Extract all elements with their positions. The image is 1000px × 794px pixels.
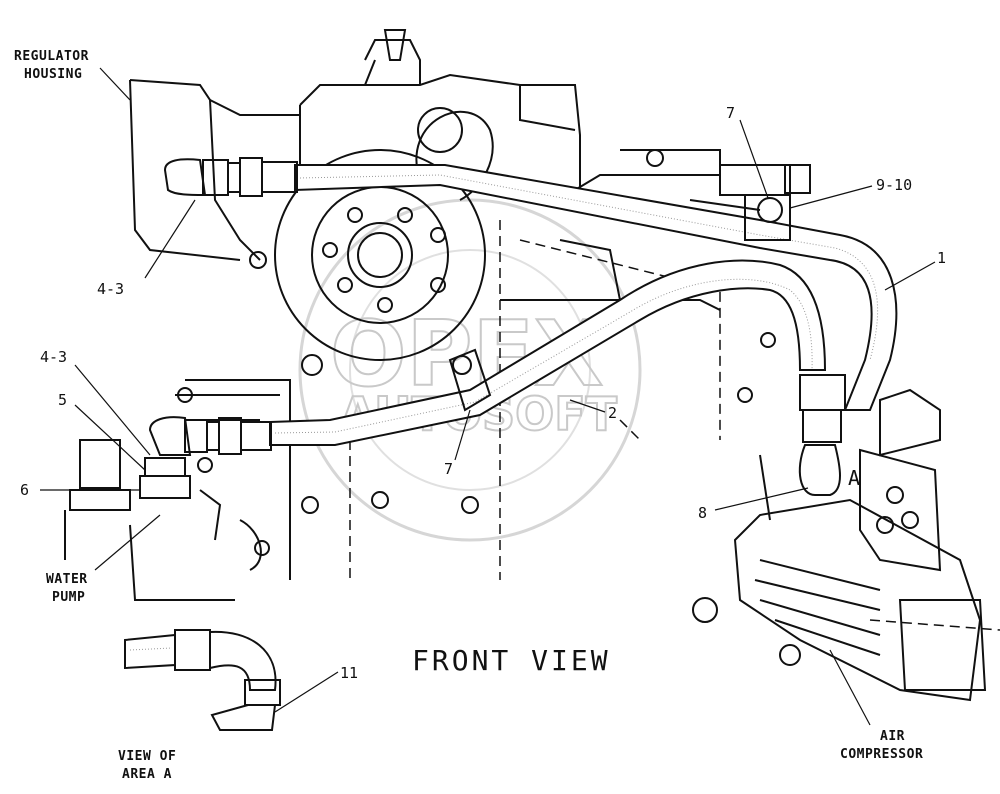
label-area-a: A xyxy=(848,466,860,490)
label-regulator-housing-1: REGULATOR xyxy=(14,49,89,64)
label-item-7-mid: 7 xyxy=(444,460,453,478)
label-item-11: 11 xyxy=(340,664,358,682)
label-item-4-3-left: 4-3 xyxy=(40,348,67,366)
diagram-title: FRONT VIEW xyxy=(412,644,611,677)
leader-lines xyxy=(40,67,936,726)
label-water-pump-1: WATER xyxy=(46,572,88,587)
air-compressor-body xyxy=(733,388,1000,702)
clamp-7-top xyxy=(719,164,811,241)
engine-block xyxy=(129,29,801,666)
label-air-compressor-1: AIR xyxy=(880,729,905,744)
hose-2 xyxy=(269,259,827,446)
label-item-4-3-top: 4-3 xyxy=(97,280,124,298)
clamp-7-mid xyxy=(448,348,492,412)
label-item-5: 5 xyxy=(58,391,67,409)
fitting-4-3-top xyxy=(163,157,298,197)
fitting-8 xyxy=(798,374,846,496)
fitting-4-3-lower xyxy=(64,416,272,560)
label-item-9-10: 9-10 xyxy=(876,176,912,194)
label-water-pump-2: PUMP xyxy=(52,590,85,605)
callout-labels: REGULATOR HOUSING 4-3 4-3 5 6 WATER PUMP… xyxy=(14,49,946,782)
label-regulator-housing-2: HOUSING xyxy=(24,67,82,82)
label-view-of-area-1: VIEW OF xyxy=(118,749,176,764)
label-item-8: 8 xyxy=(698,504,707,522)
detail-area-a xyxy=(124,629,281,731)
label-air-compressor-2: COMPRESSOR xyxy=(840,747,923,762)
label-item-1: 1 xyxy=(937,249,946,267)
label-item-2: 2 xyxy=(608,404,617,422)
label-view-of-area-2: AREA A xyxy=(122,767,172,782)
label-item-7-top: 7 xyxy=(726,104,735,122)
label-item-6: 6 xyxy=(20,481,29,499)
